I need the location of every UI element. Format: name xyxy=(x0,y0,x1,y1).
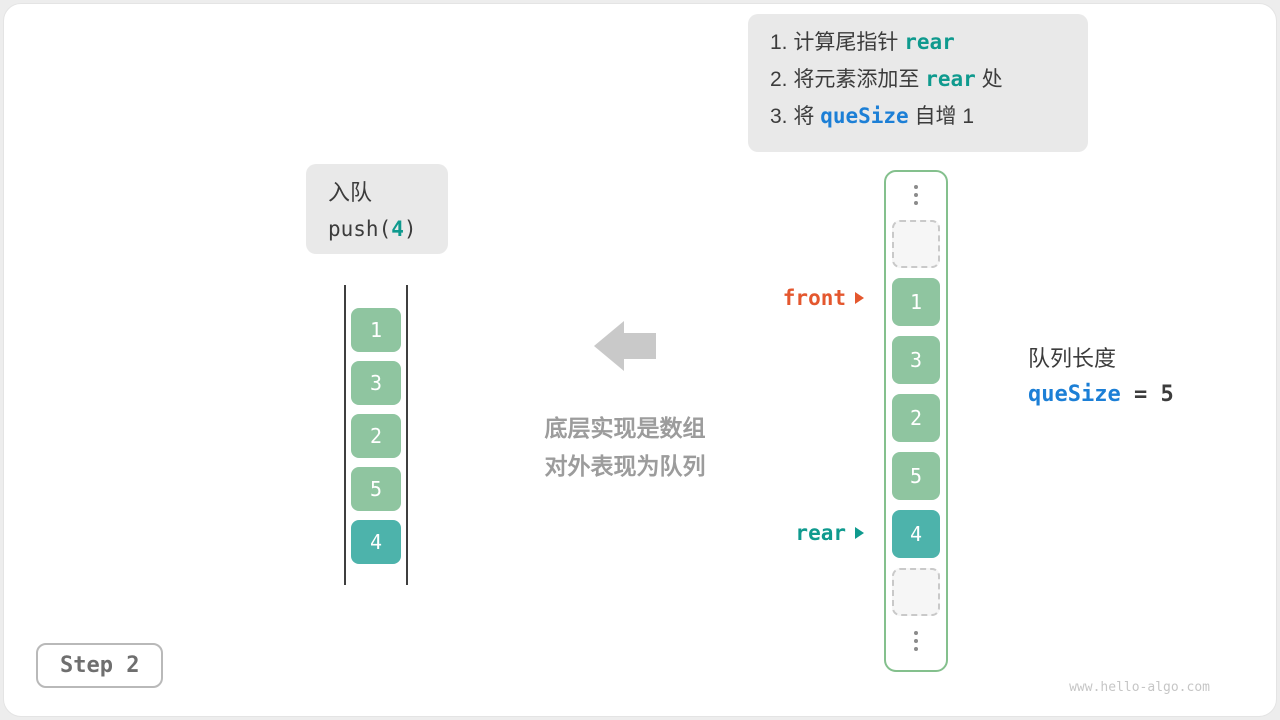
queue-cell: 2 xyxy=(892,394,940,442)
step-text: 2. 将元素添加至 xyxy=(770,68,926,91)
array-cell: 5 xyxy=(351,467,401,511)
left-arrow-icon xyxy=(594,321,656,371)
code-quesize: queSize xyxy=(1028,382,1121,407)
dot xyxy=(914,631,918,635)
dot xyxy=(914,647,918,651)
queue-length-info: 队列长度 queSize = 5 xyxy=(1028,341,1174,413)
rear-pointer-label: rear xyxy=(764,521,870,545)
code-rear: rear xyxy=(904,30,955,54)
queue-cell: 5 xyxy=(892,452,940,500)
code-push-arg: 4 xyxy=(391,217,404,241)
left-array-column: 1 3 2 5 4 xyxy=(344,285,408,585)
ellipsis-icon xyxy=(914,180,918,210)
pointer-arrow-icon xyxy=(855,292,870,304)
step-badge: Step 2 xyxy=(36,643,164,688)
step-text: 自增 1 xyxy=(908,105,975,128)
array-cell-new: 4 xyxy=(351,520,401,564)
queue-length-number: = 5 xyxy=(1120,382,1174,407)
queue-length-label: 队列长度 xyxy=(1028,346,1117,371)
queue-cell-rear: 4 xyxy=(892,510,940,558)
step-line-3: 3. 将 queSize 自增 1 xyxy=(770,98,1088,135)
middle-caption: 底层实现是数组 对外表现为队列 xyxy=(465,409,785,485)
operation-code: push(4) xyxy=(328,211,448,247)
front-label-text: front xyxy=(782,286,846,310)
queue-length-value: queSize = 5 xyxy=(1028,377,1174,413)
array-cell: 1 xyxy=(351,308,401,352)
step-text: 3. 将 xyxy=(770,105,821,128)
dot xyxy=(914,639,918,643)
array-cell: 3 xyxy=(351,361,401,405)
operation-box: 入队 push(4) xyxy=(306,164,448,254)
dot xyxy=(914,185,918,189)
watermark-text: www.hello-algo.com xyxy=(1069,680,1210,695)
steps-annotation-box: 1. 计算尾指针 rear 2. 将元素添加至 rear 处 3. 将 queS… xyxy=(748,14,1088,152)
queue-cell: 3 xyxy=(892,336,940,384)
operation-title: 入队 xyxy=(328,180,373,205)
code-quesize: queSize xyxy=(820,104,909,128)
arrow-head xyxy=(594,321,624,371)
empty-cell xyxy=(892,220,940,268)
caption-line-1: 底层实现是数组 xyxy=(544,415,706,441)
dot xyxy=(914,193,918,197)
array-cell: 2 xyxy=(351,414,401,458)
rear-label-text: rear xyxy=(795,521,846,545)
code-push-close: ) xyxy=(403,217,417,241)
ellipsis-icon xyxy=(914,626,918,656)
step-line-1: 1. 计算尾指针 rear xyxy=(770,24,1088,61)
code-rear: rear xyxy=(925,67,976,91)
caption-line-2: 对外表现为队列 xyxy=(544,453,706,479)
arrow-tail xyxy=(624,333,656,359)
dot xyxy=(914,201,918,205)
queue-cell-front: 1 xyxy=(892,278,940,326)
step-text: 1. 计算尾指针 xyxy=(770,31,905,54)
step-line-2: 2. 将元素添加至 rear 处 xyxy=(770,61,1088,98)
queue-array-column: 1 3 2 5 4 xyxy=(884,170,948,672)
code-push-open: push( xyxy=(328,217,392,241)
front-pointer-label: front xyxy=(764,286,870,310)
pointer-arrow-icon xyxy=(855,527,870,539)
empty-cell xyxy=(892,568,940,616)
step-text: 处 xyxy=(975,68,1003,91)
